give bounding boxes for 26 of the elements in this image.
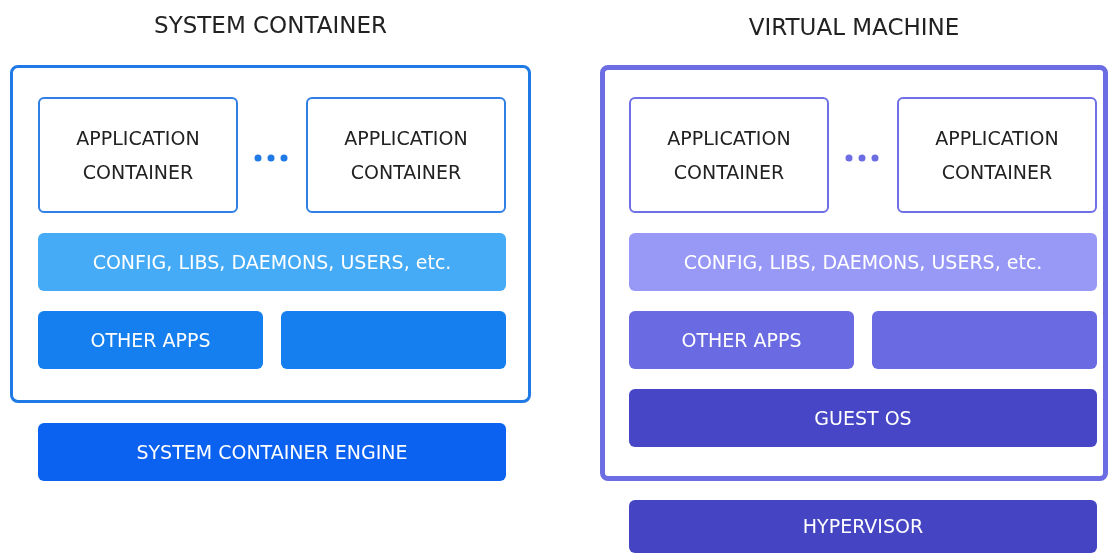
box-label: HYPERVISOR [801, 514, 925, 540]
layer-bar [38, 311, 263, 369]
container-box [38, 97, 238, 213]
container-box [897, 97, 1097, 213]
box-label: APPLICATION CONTAINER [343, 125, 469, 185]
box-label: CONFIG, LIBS, DAEMONS, USERS, etc. [91, 249, 453, 275]
layer-bar [38, 233, 506, 291]
empty-box [872, 311, 1097, 369]
box-label: CONFIG, LIBS, DAEMONS, USERS, etc. [682, 249, 1044, 275]
frame-title: VIRTUAL MACHINE [747, 14, 961, 40]
container-box [629, 97, 829, 213]
empty-box [281, 311, 506, 369]
box-label: OTHER APPS [89, 327, 212, 353]
box-label: OTHER APPS [680, 327, 803, 353]
container-box [306, 97, 506, 213]
box-label: GUEST OS [813, 405, 913, 431]
layer-bar [629, 233, 1097, 291]
box-label: SYSTEM CONTAINER ENGINE [135, 439, 409, 465]
layer-bar [629, 389, 1097, 447]
box-label: APPLICATION CONTAINER [934, 125, 1060, 185]
layer-bar [629, 500, 1097, 553]
frame-title: SYSTEM CONTAINER [153, 12, 388, 38]
layer-bar [38, 423, 506, 481]
box-label: APPLICATION CONTAINER [666, 125, 792, 185]
layer-bar [629, 311, 854, 369]
box-label: APPLICATION CONTAINER [75, 125, 201, 185]
